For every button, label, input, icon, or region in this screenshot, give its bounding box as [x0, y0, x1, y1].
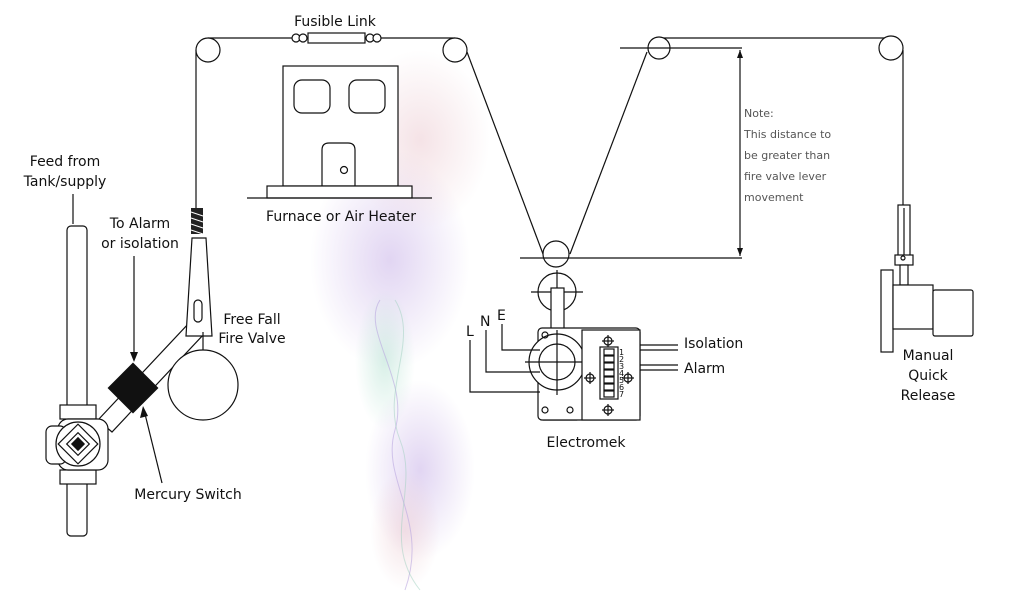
terminal-2: 2 [619, 355, 624, 364]
terminal-n-label: N [480, 314, 490, 330]
note-text: Note: This distance to be greater than f… [743, 107, 831, 204]
release-label-line3: Release [901, 388, 956, 404]
mercury-switch-label: Mercury Switch [134, 487, 242, 503]
feed-label-line2: Tank/supply [23, 174, 107, 190]
terminal-6: 6 [619, 383, 624, 392]
alarm-label-line1: To Alarm [109, 216, 170, 232]
fusible-link-label: Fusible Link [294, 14, 377, 30]
cable-system [195, 37, 904, 255]
note-line4: fire valve lever [744, 170, 827, 183]
terminal-block: 1 2 3 4 5 6 7 [599, 346, 624, 400]
note-line1: Note: [744, 107, 774, 120]
feed-label-line1: Feed from [30, 154, 100, 170]
mercury-leader-arrow [140, 406, 163, 484]
release-label-line1: Manual [903, 348, 954, 364]
feed-pipe [66, 225, 88, 537]
output-wires [640, 344, 678, 371]
note-line5: movement [744, 191, 804, 204]
valve-label-line1: Free Fall [223, 312, 280, 328]
isolation-label: Isolation [684, 336, 743, 352]
electromek-unit: 1 2 3 4 5 6 7 [525, 270, 641, 421]
pulley-left [195, 37, 221, 63]
terminal-e-label: E [497, 308, 506, 324]
terminal-3: 3 [619, 362, 624, 371]
terminal-5: 5 [619, 376, 624, 385]
note-line3: be greater than [744, 149, 830, 162]
note-line2: This distance to [743, 128, 831, 141]
mount-cross-icon [584, 335, 634, 416]
furnace-label: Furnace or Air Heater [266, 209, 416, 225]
power-wires [469, 324, 540, 393]
alarm-label-line2: or isolation [101, 236, 179, 252]
valve-weight [167, 345, 239, 421]
terminal-7: 7 [619, 390, 624, 399]
alarm-label: Alarm [684, 361, 725, 377]
manual-quick-release [880, 204, 974, 353]
furnace [247, 65, 432, 199]
electromek-label: Electromek [547, 435, 627, 451]
pulley-bottom-center [542, 240, 570, 268]
pulley-far-right [878, 35, 904, 61]
valve-label-line2: Fire Valve [218, 331, 285, 347]
alarm-leader-arrow [130, 256, 138, 362]
spring-coil [190, 208, 204, 235]
terminal-l-label: L [466, 324, 474, 340]
valve-body [45, 404, 109, 485]
release-label-line2: Quick [908, 368, 948, 384]
dimension-marker [520, 47, 743, 259]
terminal-1: 1 [619, 348, 624, 357]
fusible-link [291, 32, 382, 44]
terminal-4: 4 [619, 369, 624, 378]
pulley-furnace-right [442, 37, 468, 63]
